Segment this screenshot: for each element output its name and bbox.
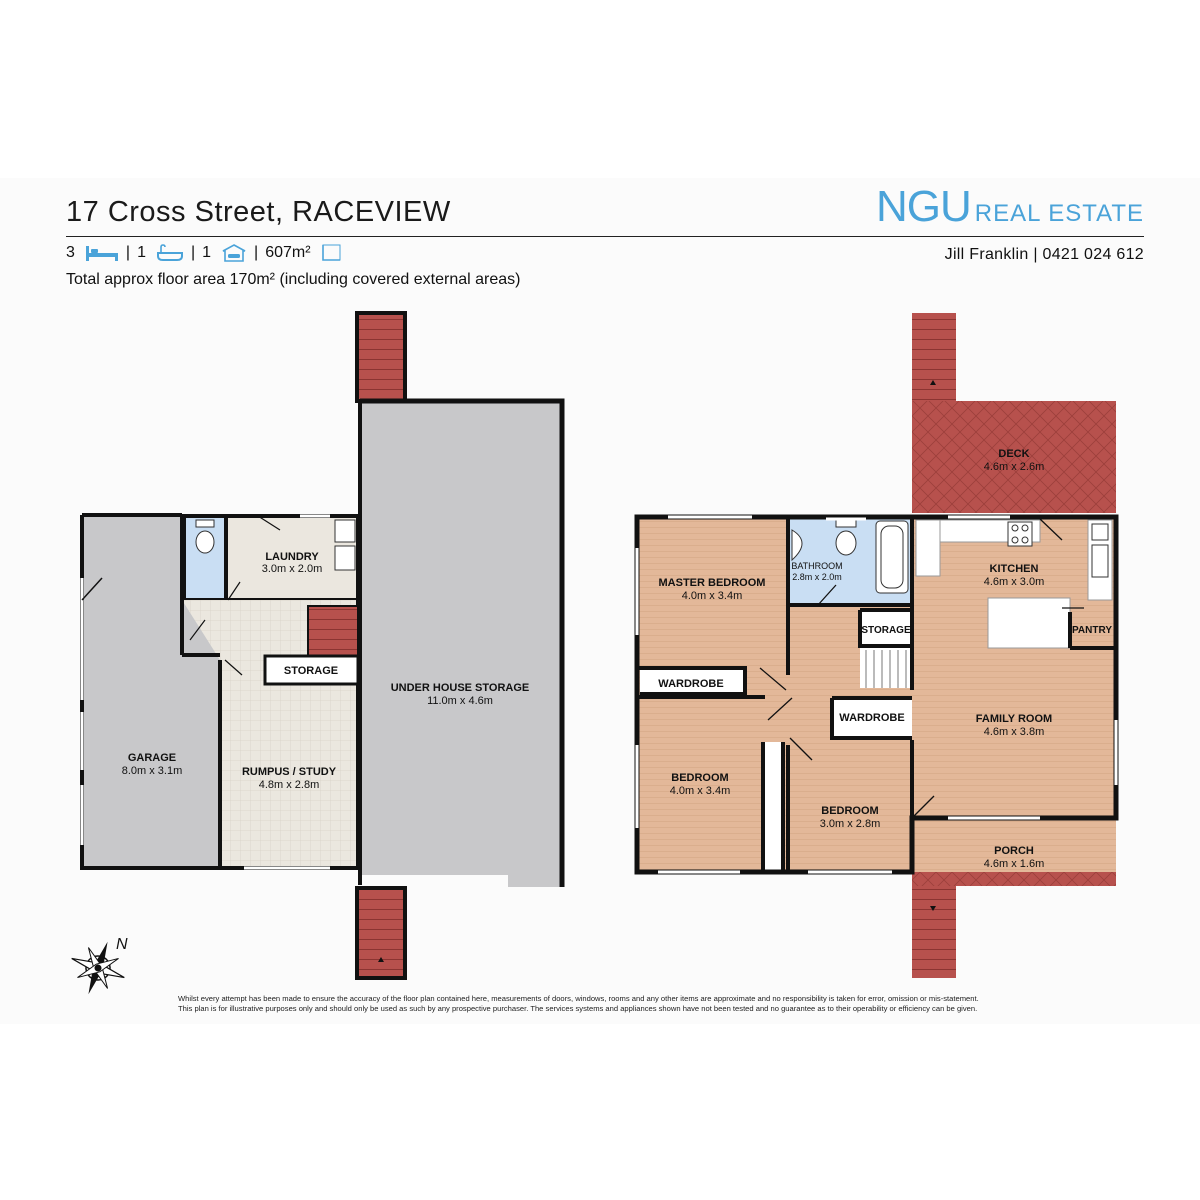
pantry-box bbox=[1070, 612, 1114, 648]
floor-area-note: Total approx floor area 170m² (including… bbox=[66, 271, 521, 288]
internal-stairs-lower bbox=[307, 605, 359, 657]
deck-area bbox=[912, 401, 1116, 513]
pantry-label: PANTRY bbox=[1072, 625, 1112, 636]
stats-separator: | bbox=[254, 244, 259, 261]
master-label: MASTER BEDROOM bbox=[659, 577, 766, 589]
rumpus-dims: 4.8m x 2.8m bbox=[259, 779, 320, 791]
under-house-label: UNDER HOUSE STORAGE bbox=[391, 682, 530, 694]
deck-dims: 4.6m x 2.6m bbox=[984, 461, 1045, 473]
wardrobe-2-box bbox=[832, 698, 912, 738]
deck-label: DECK bbox=[998, 448, 1029, 460]
bedroom-3-dims: 3.0m x 2.8m bbox=[820, 818, 881, 830]
porch-dims: 4.6m x 1.6m bbox=[984, 858, 1045, 870]
car-count: 1 bbox=[202, 244, 212, 261]
garage-dims: 8.0m x 3.1m bbox=[122, 765, 183, 777]
kitchen-dims: 4.6m x 3.0m bbox=[984, 576, 1045, 588]
bathroom-dims: 2.8m x 2.0m bbox=[792, 572, 842, 582]
bedroom-2-dims: 4.0m x 3.4m bbox=[670, 785, 731, 797]
front-stairs-lower bbox=[355, 886, 407, 980]
upper-level bbox=[634, 313, 1119, 978]
disclaimer-line-1: Whilst every attempt has been made to en… bbox=[178, 994, 979, 1003]
porch-label: PORCH bbox=[994, 845, 1034, 857]
car-icon bbox=[222, 244, 246, 262]
master-dims: 4.0m x 3.4m bbox=[682, 590, 743, 602]
rear-stairs-lower bbox=[355, 311, 407, 403]
laundry-dims: 3.0m x 2.0m bbox=[262, 563, 323, 575]
under-house-dims: 11.0m x 4.6m bbox=[427, 695, 493, 707]
hall-linen bbox=[763, 742, 783, 870]
bathroom-label: BATHROOM bbox=[791, 561, 842, 571]
logo-sub: REAL ESTATE bbox=[974, 200, 1144, 227]
compass-north-label: N bbox=[116, 936, 128, 953]
property-stats: 3 | 1 | 1 | 607m² bbox=[66, 244, 341, 262]
land-icon bbox=[321, 244, 341, 261]
bath-icon bbox=[156, 244, 183, 261]
bedroom-3-label: BEDROOM bbox=[821, 805, 878, 817]
kitchen-island bbox=[987, 597, 1071, 649]
lower-toilet bbox=[182, 514, 228, 602]
agent-contact: Jill Franklin | 0421 024 612 bbox=[944, 246, 1144, 263]
bed-count: 3 bbox=[66, 244, 75, 261]
stats-separator: | bbox=[125, 244, 131, 261]
garage-label: GARAGE bbox=[128, 752, 176, 764]
storage-lower-label: STORAGE bbox=[284, 665, 338, 677]
logo-main: NGU bbox=[875, 182, 972, 231]
storage-lower-box bbox=[263, 654, 360, 686]
rear-stairs-upper bbox=[912, 313, 956, 401]
rumpus-label: RUMPUS / STUDY bbox=[242, 766, 337, 778]
storage-upper-label: STORAGE bbox=[861, 625, 911, 636]
room-labels: LAUNDRY 3.0m x 2.0m STORAGE UNDER HOUSE … bbox=[122, 448, 1113, 870]
family-label: FAMILY ROOM bbox=[976, 713, 1052, 725]
kitchen-label: KITCHEN bbox=[990, 563, 1039, 575]
stats-separator: | bbox=[190, 244, 196, 261]
rumpus-area bbox=[220, 660, 358, 868]
internal-stairs-upper bbox=[860, 646, 912, 688]
land-size: 607m² bbox=[265, 244, 311, 261]
wardrobe-1-box bbox=[640, 670, 744, 694]
disclaimer: Whilst every attempt has been made to en… bbox=[178, 994, 1048, 1014]
disclaimer-line-2: This plan is for illustrative purposes o… bbox=[178, 1004, 978, 1013]
lower-level bbox=[80, 311, 565, 980]
under-house-storage-area bbox=[360, 401, 562, 887]
front-stairs-upper bbox=[912, 886, 956, 978]
bedroom-2-label: BEDROOM bbox=[671, 772, 728, 784]
wardrobe-1-label: WARDROBE bbox=[658, 678, 723, 690]
compass-rose-icon bbox=[71, 941, 125, 995]
header-rule bbox=[66, 236, 1144, 237]
family-dims: 4.6m x 3.8m bbox=[984, 726, 1045, 738]
bath-count: 1 bbox=[137, 244, 146, 261]
property-address: 17 Cross Street, RACEVIEW bbox=[66, 196, 451, 228]
wardrobe-2-label: WARDROBE bbox=[839, 712, 904, 724]
storage-upper-box bbox=[860, 610, 912, 646]
laundry-label: LAUNDRY bbox=[265, 551, 319, 563]
bed-icon bbox=[85, 246, 118, 261]
